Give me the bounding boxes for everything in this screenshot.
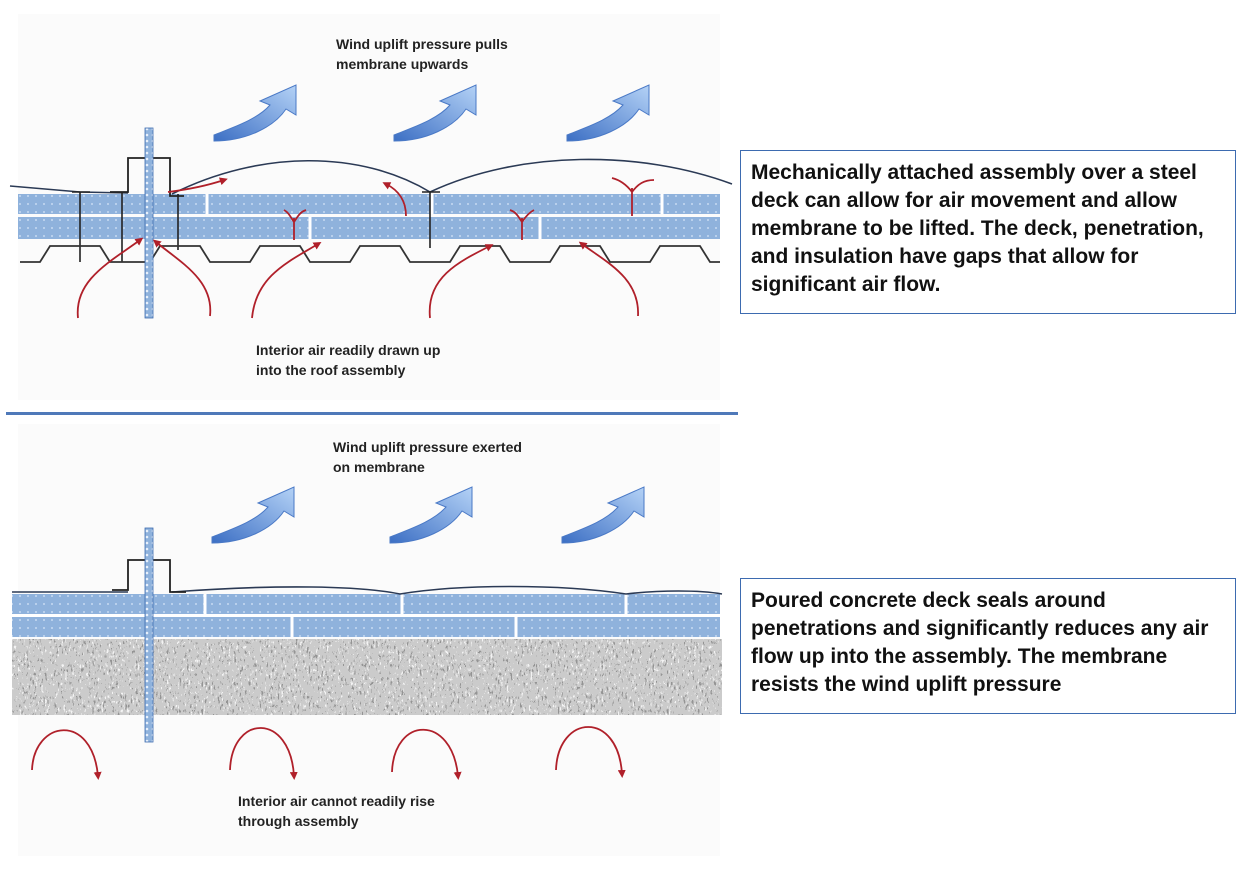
bottom-concrete-deck xyxy=(12,639,722,715)
top-fasteners xyxy=(72,191,440,262)
top-wind-arrow-1 xyxy=(213,84,297,142)
top-wind-arrow-3 xyxy=(566,84,650,142)
bottom-interior-label-line2: through assembly xyxy=(238,813,359,829)
top-caption-box: Mechanically attached assembly over a st… xyxy=(740,150,1236,314)
top-interior-label: Interior air readily drawn up into the r… xyxy=(256,340,516,380)
bottom-wind-arrow-3 xyxy=(561,486,645,544)
top-interior-air-arrows xyxy=(76,177,655,319)
bottom-membrane xyxy=(12,585,723,595)
bottom-uplift-label-line2: on membrane xyxy=(333,459,425,475)
bottom-caption-box: Poured concrete deck seals around penetr… xyxy=(740,578,1236,714)
bottom-caption-text: Poured concrete deck seals around penetr… xyxy=(751,589,1209,696)
top-interior-label-line1: Interior air readily drawn up xyxy=(256,342,441,358)
bottom-wind-arrow-2 xyxy=(389,486,473,544)
bottom-interior-air-arrows xyxy=(31,726,626,780)
top-membrane xyxy=(9,158,733,195)
top-insulation-lower xyxy=(18,217,720,239)
top-wind-arrow-2 xyxy=(393,84,477,142)
bottom-insulation-lower xyxy=(12,617,720,637)
top-insulation-upper xyxy=(18,194,720,214)
top-uplift-label-line1: Wind uplift pressure pulls xyxy=(336,36,508,52)
top-interior-label-line2: into the roof assembly xyxy=(256,362,406,378)
panel-divider xyxy=(6,412,738,415)
bottom-uplift-label-line1: Wind uplift pressure exerted xyxy=(333,439,522,455)
bottom-interior-label-line1: Interior air cannot readily rise xyxy=(238,793,435,809)
top-uplift-label: Wind uplift pressure pulls membrane upwa… xyxy=(336,34,596,74)
top-caption-text: Mechanically attached assembly over a st… xyxy=(751,161,1204,296)
bottom-insulation-joints xyxy=(12,594,720,637)
bottom-interior-label: Interior air cannot readily rise through… xyxy=(238,791,498,831)
top-steel-deck xyxy=(20,245,720,263)
bottom-uplift-label: Wind uplift pressure exerted on membrane xyxy=(333,437,593,477)
bottom-penetration-pipe xyxy=(144,527,154,743)
bottom-wind-arrow-1 xyxy=(211,486,295,544)
top-insulation-joints xyxy=(205,194,664,239)
bottom-insulation-upper xyxy=(12,594,720,614)
top-penetration-pipe xyxy=(144,127,154,319)
top-uplift-label-line2: membrane upwards xyxy=(336,56,469,72)
